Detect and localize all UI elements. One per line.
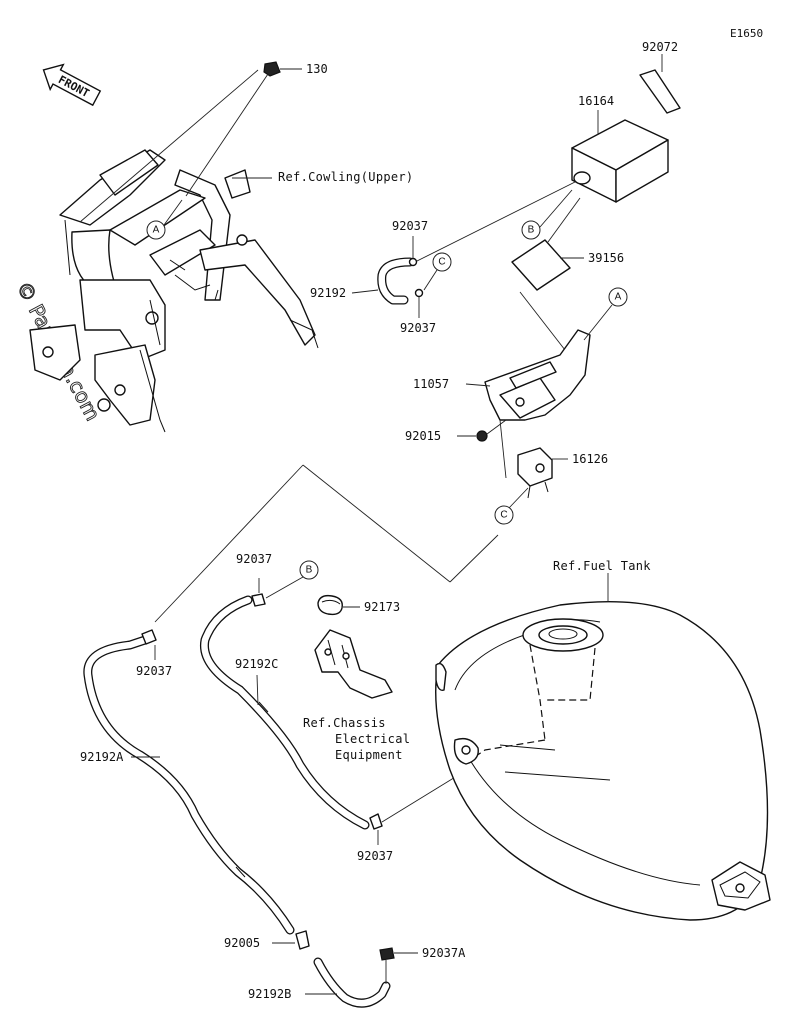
callout-b-hose xyxy=(299,560,319,580)
part-label-92037-a: 92037 xyxy=(392,219,428,233)
callout-a-frame xyxy=(146,220,166,240)
callout-b-canister xyxy=(521,220,541,240)
canister-16164 xyxy=(571,119,669,203)
ref-chassis-line3: Equipment xyxy=(335,748,403,762)
bolt-130 xyxy=(263,61,281,77)
callout-c-hose-label: C xyxy=(438,257,445,268)
part-label-92072: 92072 xyxy=(642,40,678,54)
callout-b-hose-label: B xyxy=(306,565,313,576)
part-label-92192: 92192 xyxy=(310,286,346,300)
clamp-92037-lower xyxy=(414,288,424,298)
clamp-92037-upper xyxy=(408,257,418,267)
joint-92005 xyxy=(295,930,310,950)
part-label-92005: 92005 xyxy=(224,936,260,950)
ref-chassis-line2: Electrical xyxy=(335,732,410,746)
bracket-11057 xyxy=(484,329,591,421)
part-label-92192a: 92192A xyxy=(80,750,124,764)
part-label-92173: 92173 xyxy=(364,600,400,614)
nut-92015 xyxy=(476,430,488,442)
part-label-39156: 39156 xyxy=(588,251,624,265)
callout-b-canister-label: B xyxy=(528,225,535,236)
callout-a-frame-label: A xyxy=(153,225,160,236)
callout-c-valve-label: C xyxy=(500,510,507,521)
part-label-130: 130 xyxy=(306,62,328,76)
fuel-tank xyxy=(435,600,771,921)
part-label-92037-left: 92037 xyxy=(136,664,172,678)
part-label-92037-b2: 92037 xyxy=(236,552,272,566)
clamp-92037-left xyxy=(141,629,157,645)
part-label-92192b: 92192B xyxy=(248,987,291,1001)
diagram-code: E1650 xyxy=(730,27,763,40)
part-label-11057: 11057 xyxy=(413,377,449,391)
part-label-92192c: 92192C xyxy=(235,657,278,671)
chassis-bracket xyxy=(314,629,393,699)
clamp-92037a xyxy=(379,947,395,961)
front-arrow-icon: FRONT xyxy=(42,63,102,107)
clamp-92037-b xyxy=(251,593,266,607)
ref-chassis-line1: Ref.Chassis xyxy=(303,716,386,730)
callout-a-bracket-label: A xyxy=(615,292,622,303)
cap-92072 xyxy=(639,69,681,114)
part-label-92037a: 92037A xyxy=(422,946,466,960)
callout-a-bracket xyxy=(608,287,628,307)
part-label-92015: 92015 xyxy=(405,429,441,443)
frame-bracket-assembly xyxy=(29,149,319,433)
valve-16126 xyxy=(517,447,553,499)
part-label-16126: 16126 xyxy=(572,452,608,466)
ref-fuel-tank: Ref.Fuel Tank xyxy=(553,559,651,573)
callout-c-valve xyxy=(494,505,514,525)
cap-92173 xyxy=(317,594,343,616)
part-label-92037-tank: 92037 xyxy=(357,849,393,863)
part-label-16164: 16164 xyxy=(578,94,614,108)
ref-cowling-upper: Ref.Cowling(Upper) xyxy=(278,170,413,184)
label-plate-39156 xyxy=(511,239,571,291)
clamp-92037-tank xyxy=(369,813,383,830)
callout-c-hose xyxy=(432,252,452,272)
part-label-92037-b: 92037 xyxy=(400,321,436,335)
